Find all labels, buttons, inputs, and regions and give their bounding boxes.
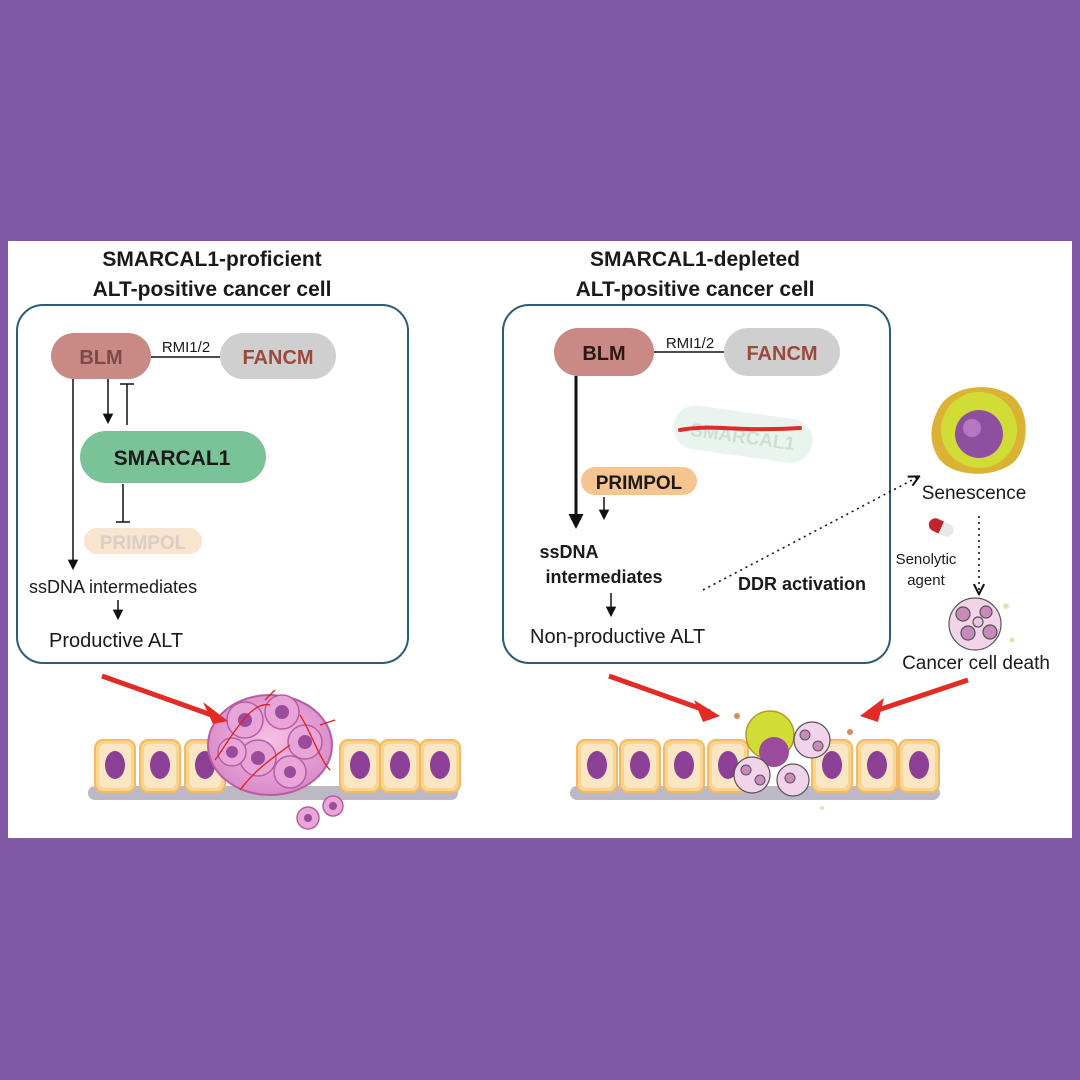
right-title-line2: ALT-positive cancer cell [576,278,815,301]
left-fancm-node [220,333,336,379]
right-red-arrow-left [608,673,711,715]
right-fancm-node [724,328,840,376]
right-epithelial-cell [663,739,705,793]
left-smarcal1-label: SMARCAL1 [114,447,231,470]
right-tissue-illustration [570,673,969,810]
dying-cell-icon [948,597,1015,651]
right-diagram: SMARCAL1-depleted ALT-positive cancer ce… [502,248,1050,674]
left-epithelial-cell [419,739,461,793]
right-title-line1: SMARCAL1-depleted [590,248,800,271]
left-fancm-label: FANCM [242,347,313,369]
right-blm-node [554,328,654,376]
senolytic-pill-icon [928,518,954,537]
senescence-label: Senescence [922,483,1027,504]
right-smarcal1-faded-node [673,405,813,463]
senolytic-label-2: agent [907,572,945,589]
right-smarcal1-depleted: SMARCAL1 [673,405,813,463]
ddr-label: DDR activation [738,574,866,594]
left-blm-node [51,333,151,379]
left-title-line1: SMARCAL1-proficient [102,248,321,271]
right-rmi-label: RMI1/2 [666,335,714,352]
right-ssdna-label-2: intermediates [545,567,662,587]
senescent-and-dying-cells [733,710,853,810]
senescent-cell-icon [931,387,1026,474]
left-primpol-label: PRIMPOL [100,533,187,554]
right-primpol-label: PRIMPOL [596,473,683,494]
senolytic-label-1: Senolytic [896,551,957,568]
left-epithelial-cell [139,739,181,793]
right-epithelial-cell [856,739,898,793]
right-fancm-label: FANCM [746,343,817,365]
left-outcome-label: Productive ALT [49,630,183,652]
left-blm-label: BLM [79,347,122,369]
tumor-mass [207,689,344,830]
left-epithelial-cell [339,739,381,793]
left-epithelial-cell [94,739,136,793]
left-tissue-illustration [88,673,461,830]
right-outcome-label: Non-productive ALT [530,626,705,648]
left-red-arrow [101,673,221,721]
left-primpol-node [84,528,202,554]
left-title-line2: ALT-positive cancer cell [93,278,332,301]
right-primpol-node [581,467,697,495]
cancer-cell-death-label: Cancer cell death [902,653,1050,674]
left-epithelial-cell [379,739,421,793]
left-rmi-label: RMI1/2 [162,339,210,356]
ddr-activation-arrow [702,477,918,591]
right-blm-label: BLM [582,343,625,365]
right-epithelial-cell [619,739,661,793]
right-epithelial-cell [576,739,618,793]
left-ssdna-label: ssDNA intermediates [29,577,197,597]
red-strike-line [678,425,802,432]
right-cell-box [502,304,891,664]
right-red-arrow-right [871,677,969,715]
left-diagram: SMARCAL1-proficient ALT-positive cancer … [16,248,409,664]
right-ssdna-label-1: ssDNA [539,542,598,562]
left-smarcal1-node [80,431,266,483]
left-cell-box [16,304,409,664]
right-epithelial-cell [898,739,940,793]
